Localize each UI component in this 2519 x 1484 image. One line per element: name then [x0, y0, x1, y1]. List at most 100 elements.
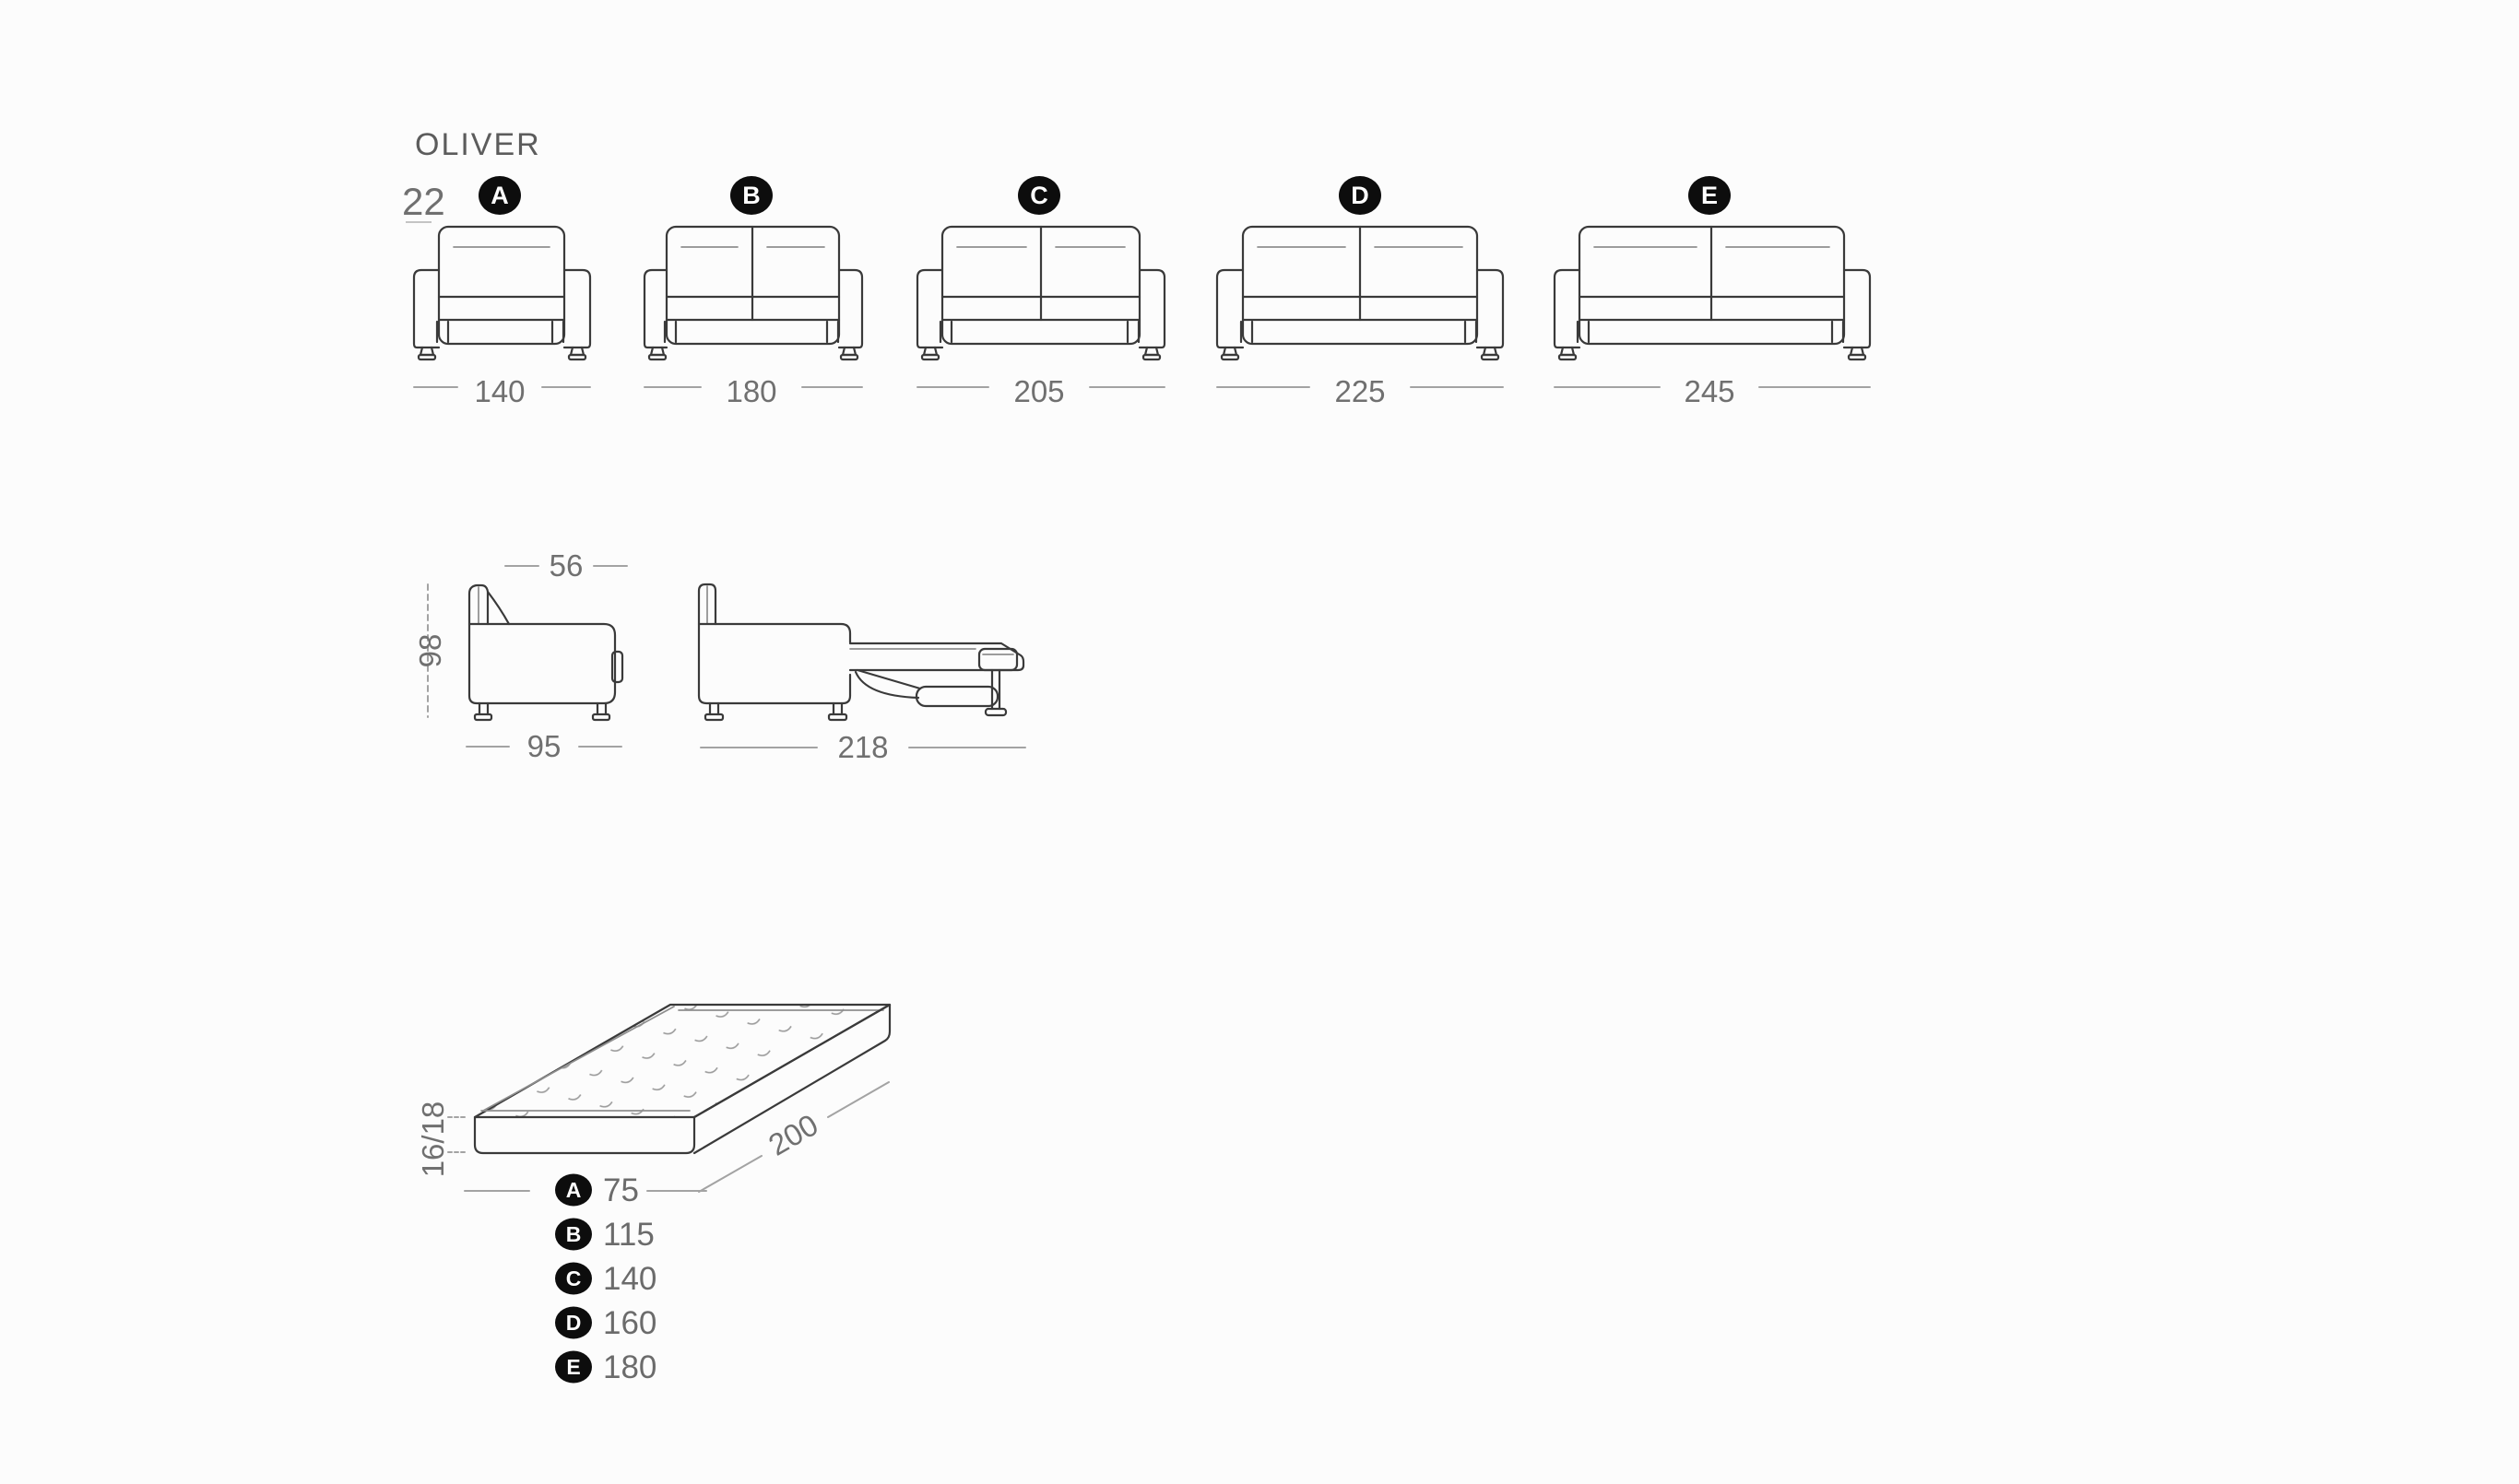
right-armrest [837, 268, 864, 349]
width-dim-d: 225 [1334, 374, 1385, 408]
model-badge-b-label: B [566, 1222, 582, 1246]
left-armrest [1215, 268, 1245, 349]
left-foot-base [473, 713, 493, 722]
side-view-closed: 56 98 95 [413, 548, 628, 763]
model-badge-d [555, 1306, 592, 1339]
left-foot [649, 346, 666, 357]
right-foot-base [567, 353, 587, 361]
right-foot-base [1480, 353, 1500, 361]
fold-mechanism-curve [854, 670, 920, 700]
model-badge-e-label: E [566, 1355, 580, 1379]
model-badge-c [555, 1262, 592, 1295]
sofa-back-outline [437, 225, 566, 346]
right-foot-base [1847, 353, 1867, 361]
bed-leg-foot [984, 707, 1008, 717]
headrest-block [977, 647, 1019, 672]
model-badge-e [555, 1350, 592, 1384]
model-badge-c-label: C [1030, 182, 1048, 209]
right-armrest [1138, 268, 1166, 349]
mattress-edge-seam [482, 1006, 675, 1112]
frame-legs [435, 320, 565, 344]
left-armrest [916, 268, 944, 349]
right-foot [569, 346, 585, 357]
mattress-width-a: 75 [603, 1172, 639, 1208]
base-depth-dim: 95 [527, 729, 562, 763]
bed-leg [990, 668, 1001, 711]
left-foot-base [920, 353, 940, 361]
model-badge-d-label: D [566, 1311, 582, 1335]
legs [478, 701, 608, 716]
backrest-profile [467, 583, 490, 626]
left-armrest [412, 268, 441, 349]
left-armrest [1553, 268, 1581, 349]
right-foot-base [591, 713, 611, 722]
mattress-width-c: 140 [603, 1261, 656, 1297]
right-armrest [562, 268, 592, 349]
sofa-front-view-d: D 225 [1215, 176, 1505, 408]
right-armrest [1475, 268, 1505, 349]
model-badge-e-label: E [1701, 182, 1718, 209]
page-number: 22 [402, 180, 445, 223]
sofa-front-view-e: E 245 [1553, 176, 1872, 408]
mattress-front-face [473, 1115, 696, 1155]
mattress-width-b: 115 [603, 1217, 655, 1253]
model-badge-a-label: A [491, 182, 509, 209]
right-foot [841, 346, 857, 357]
fold-mechanism-brace [856, 668, 922, 690]
mattress-thickness-dim: 16/18 [416, 1101, 450, 1178]
model-badge-b-label: B [742, 182, 761, 209]
mattress-width-e: 180 [603, 1349, 656, 1385]
width-dim-c: 205 [1013, 374, 1064, 408]
model-badge-e [1688, 176, 1731, 215]
mattress-width-list: A 75 B 115 C 140 D 160 E 180 [464, 1172, 707, 1385]
bed-platform [848, 642, 1025, 672]
folded-leg-panel [915, 685, 999, 708]
left-foot-base [1220, 353, 1240, 361]
left-foot-base [1557, 353, 1578, 361]
model-badge-a-label: A [566, 1178, 582, 1202]
body-profile [467, 622, 617, 705]
left-foot-base [704, 713, 725, 722]
left-foot-base [417, 353, 437, 361]
model-badge-c-label: C [566, 1266, 582, 1290]
sofa-front-view-b: B 180 [643, 176, 864, 408]
sofa-front-view-a: A 140 [412, 176, 592, 408]
backrest-upright [697, 583, 717, 626]
backrest-slope [486, 590, 511, 626]
model-badge-b [555, 1218, 592, 1251]
model-badge-d-label: D [1351, 182, 1369, 209]
body-profile [697, 622, 852, 705]
page-title: OLIVER [415, 127, 541, 162]
mattress-diagram: 16/18 200 A 75 B 115 C 140 D 160 E 180 [416, 1003, 892, 1385]
model-badge-c [1018, 176, 1060, 215]
model-badge-a [555, 1173, 592, 1207]
left-foot-base [647, 353, 668, 361]
right-foot [1849, 346, 1865, 357]
model-badge-a [479, 176, 521, 215]
frame-legs [663, 320, 840, 344]
right-armrest [1842, 268, 1872, 349]
left-armrest [643, 268, 668, 349]
left-foot [1559, 346, 1576, 357]
model-badge-b [730, 176, 773, 215]
length-dim-line [698, 1081, 890, 1193]
width-dim-b: 180 [726, 374, 776, 408]
thickness-ticks [447, 1116, 467, 1153]
mattress-width-d: 160 [603, 1305, 656, 1341]
frame-legs [1576, 320, 1845, 344]
left-foot [922, 346, 939, 357]
legs [708, 701, 844, 716]
open-length-dim: 218 [837, 730, 888, 764]
height-dim: 98 [413, 634, 447, 668]
right-foot-base [1141, 353, 1162, 361]
mattress-top-face [473, 1003, 892, 1119]
left-foot [1222, 346, 1238, 357]
mattress-length-dim: 200 [763, 1107, 823, 1162]
width-dim-a: 140 [474, 374, 525, 408]
pull-handle [610, 650, 624, 684]
frame-legs [939, 320, 1141, 344]
sofa-front-view-c: C 205 [916, 176, 1166, 408]
mattress-right-face [692, 1003, 892, 1155]
